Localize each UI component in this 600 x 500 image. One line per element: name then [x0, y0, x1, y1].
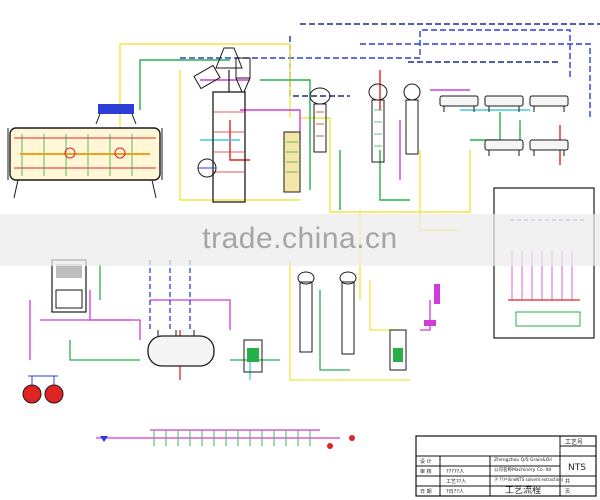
water-line-green — [470, 112, 501, 141]
steam-line-dashed — [149, 260, 191, 330]
title-block-company-1: Zhengzhou Q/S Grain&Oil — [494, 457, 552, 463]
condenser — [484, 95, 524, 107]
condenser — [484, 139, 524, 151]
title-block-page-label: 页 — [565, 489, 570, 495]
oil-dryer — [339, 271, 357, 355]
water-separator — [243, 339, 263, 373]
water-line-green — [69, 340, 140, 361]
miscella-line-magenta — [420, 300, 431, 331]
title-block-row-3-value: ?日??人 — [446, 489, 464, 495]
final-stripper — [297, 271, 315, 353]
second-evaporator — [309, 87, 331, 153]
solvent-line-yellow — [119, 43, 291, 140]
title-block: 工艺号 NTS Zhengzhou Q/S Grain&Oil 公司名称Mach… — [415, 435, 597, 497]
pipe-network-lower — [29, 260, 431, 381]
condenser — [529, 95, 569, 107]
watermark-band — [0, 214, 600, 266]
water-line-green — [319, 290, 350, 371]
hot-line-red — [229, 120, 250, 161]
title-block-row-2-value: 工艺??人 — [446, 479, 466, 485]
steam-manifold — [96, 429, 355, 449]
title-block-project-line: 子 ??产(lineNTS solvent extraction) — [494, 476, 564, 482]
title-block-row-2-label: 审 核 — [420, 468, 432, 475]
miscella-line-magenta — [150, 299, 231, 330]
separator-column — [403, 83, 421, 155]
condenser-bank — [439, 95, 569, 156]
level-indicators — [424, 284, 440, 326]
condenser — [529, 139, 569, 151]
title-block-project-code: NTS — [568, 463, 586, 473]
solvent-line-yellow — [179, 70, 300, 201]
title-block-row-1-label: 设 计 — [420, 458, 432, 465]
steam-line-dashed — [360, 43, 591, 120]
watermark-text: trade.china.cn — [202, 222, 398, 255]
extractor-vessel — [7, 127, 163, 199]
title-block-sheet-label: 共 — [565, 478, 570, 485]
miscella-line-magenta — [29, 300, 141, 360]
desolventizer-toaster — [193, 47, 246, 203]
crude-oil-tank — [389, 329, 407, 371]
solvent-work-tank — [51, 259, 87, 313]
cyclone — [235, 57, 251, 93]
pump — [44, 384, 64, 404]
title-block-row-3-label: 日 期 — [420, 489, 432, 495]
title-block-company-2: 公司名称Machinery Co. ltd — [494, 466, 551, 473]
solvent-line-yellow — [300, 117, 471, 213]
solvent-line-yellow — [369, 280, 400, 331]
miscella-line-magenta — [240, 109, 301, 140]
condenser — [439, 95, 479, 107]
feed-conveyor — [95, 104, 137, 125]
miscella-storage-tank — [147, 330, 215, 367]
title-block-row-1-value: ?????人 — [446, 469, 464, 475]
miscella-line-magenta — [89, 290, 130, 321]
feed-pumps — [22, 375, 64, 404]
stripping-column — [368, 83, 388, 163]
solvent-line-yellow — [289, 260, 410, 381]
water-line-green — [260, 79, 311, 190]
title-block-header: 工艺号 — [565, 438, 583, 446]
steam-line-dashed — [180, 29, 571, 80]
pipe-network-upper — [119, 23, 600, 300]
pump — [22, 384, 42, 404]
first-evaporator — [283, 131, 301, 193]
water-line-green — [139, 59, 230, 110]
steam-line-dashed — [289, 36, 350, 97]
title-block-drawing-title: 工艺流程 — [505, 484, 541, 496]
water-line-green — [379, 150, 410, 201]
